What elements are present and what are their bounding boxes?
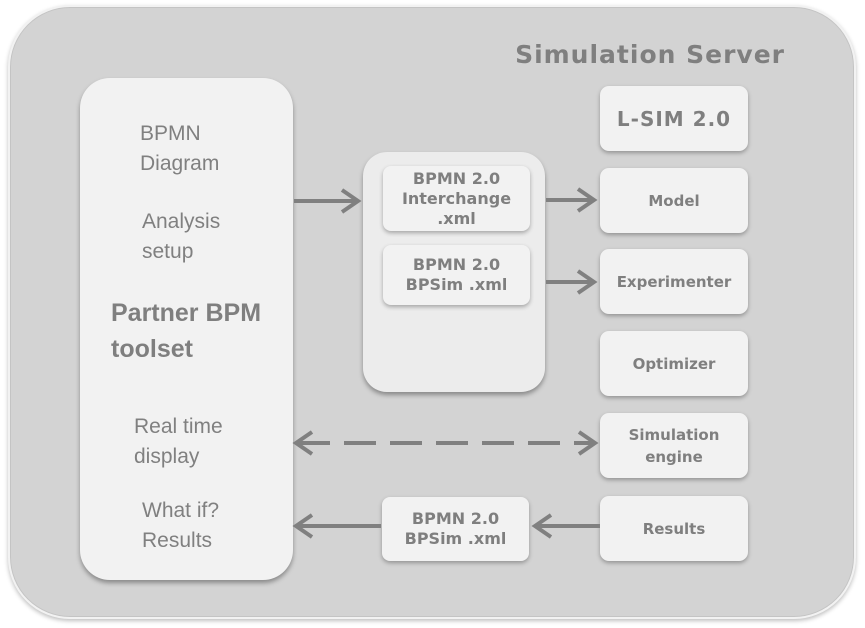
toolset-item-line: setup — [142, 240, 194, 263]
component-model: Model — [600, 168, 748, 233]
file-line: BPMN 2.0 — [412, 168, 501, 188]
toolset-item-real-time-display: Real time display — [134, 412, 223, 472]
arrow-realtime-bidirectional — [292, 430, 599, 456]
component-simulation-engine: Simulation engine — [600, 413, 748, 478]
arrow-bpsim-to-toolset — [292, 513, 381, 539]
file-line: BPSim .xml — [405, 275, 508, 294]
component-label: Optimizer — [632, 354, 716, 373]
server-title: Simulation Server — [515, 40, 785, 69]
arrow-results-to-bpsim — [531, 513, 600, 539]
component-label: Model — [648, 191, 700, 210]
component-label: engine — [645, 447, 703, 466]
file-line: Interchange — [401, 188, 512, 208]
toolset-item-what-if-results: What if? Results — [142, 496, 219, 556]
component-results: Results — [600, 496, 748, 561]
toolset-item-line: Analysis — [142, 210, 221, 233]
toolset-item-line: BPMN — [140, 122, 201, 145]
toolset-item-line: display — [134, 445, 200, 468]
file-bpsim-xml-output: BPMN 2.0 BPSim .xml — [382, 497, 529, 561]
file-line: BPSim .xml — [404, 529, 507, 548]
arrow-interchange-to-model — [546, 187, 598, 213]
component-label: Results — [642, 519, 706, 538]
arrow-toolset-to-container — [294, 188, 362, 214]
partner-toolset-panel — [80, 78, 293, 580]
component-label: L-SIM 2.0 — [616, 106, 732, 131]
toolset-item-line: Diagram — [140, 152, 220, 175]
component-label: Experimenter — [616, 272, 732, 291]
file-line: BPMN 2.0 — [411, 509, 500, 528]
file-bpsim-xml-input: BPMN 2.0 BPSim .xml — [383, 245, 530, 305]
toolset-item-bpmn-diagram: BPMN Diagram — [140, 119, 219, 179]
file-line: BPMN 2.0 — [412, 255, 501, 274]
component-optimizer: Optimizer — [600, 331, 748, 396]
arrow-bpsim-to-experimenter — [546, 269, 598, 295]
component-lsim: L-SIM 2.0 — [600, 86, 748, 151]
component-experimenter: Experimenter — [600, 249, 748, 314]
toolset-item-line: Real time — [134, 415, 223, 438]
component-label: Simulation — [628, 425, 720, 444]
file-line: .xml — [437, 208, 476, 228]
toolset-item-line: What if? — [142, 499, 220, 522]
toolset-title-line: Partner BPM — [111, 299, 262, 327]
file-interchange-xml: BPMN 2.0 Interchange .xml — [383, 166, 530, 231]
toolset-title-line: toolset — [111, 335, 193, 363]
toolset-title: Partner BPM toolset — [111, 295, 261, 367]
toolset-item-analysis-setup: Analysis setup — [142, 207, 220, 267]
toolset-item-line: Results — [142, 529, 213, 552]
